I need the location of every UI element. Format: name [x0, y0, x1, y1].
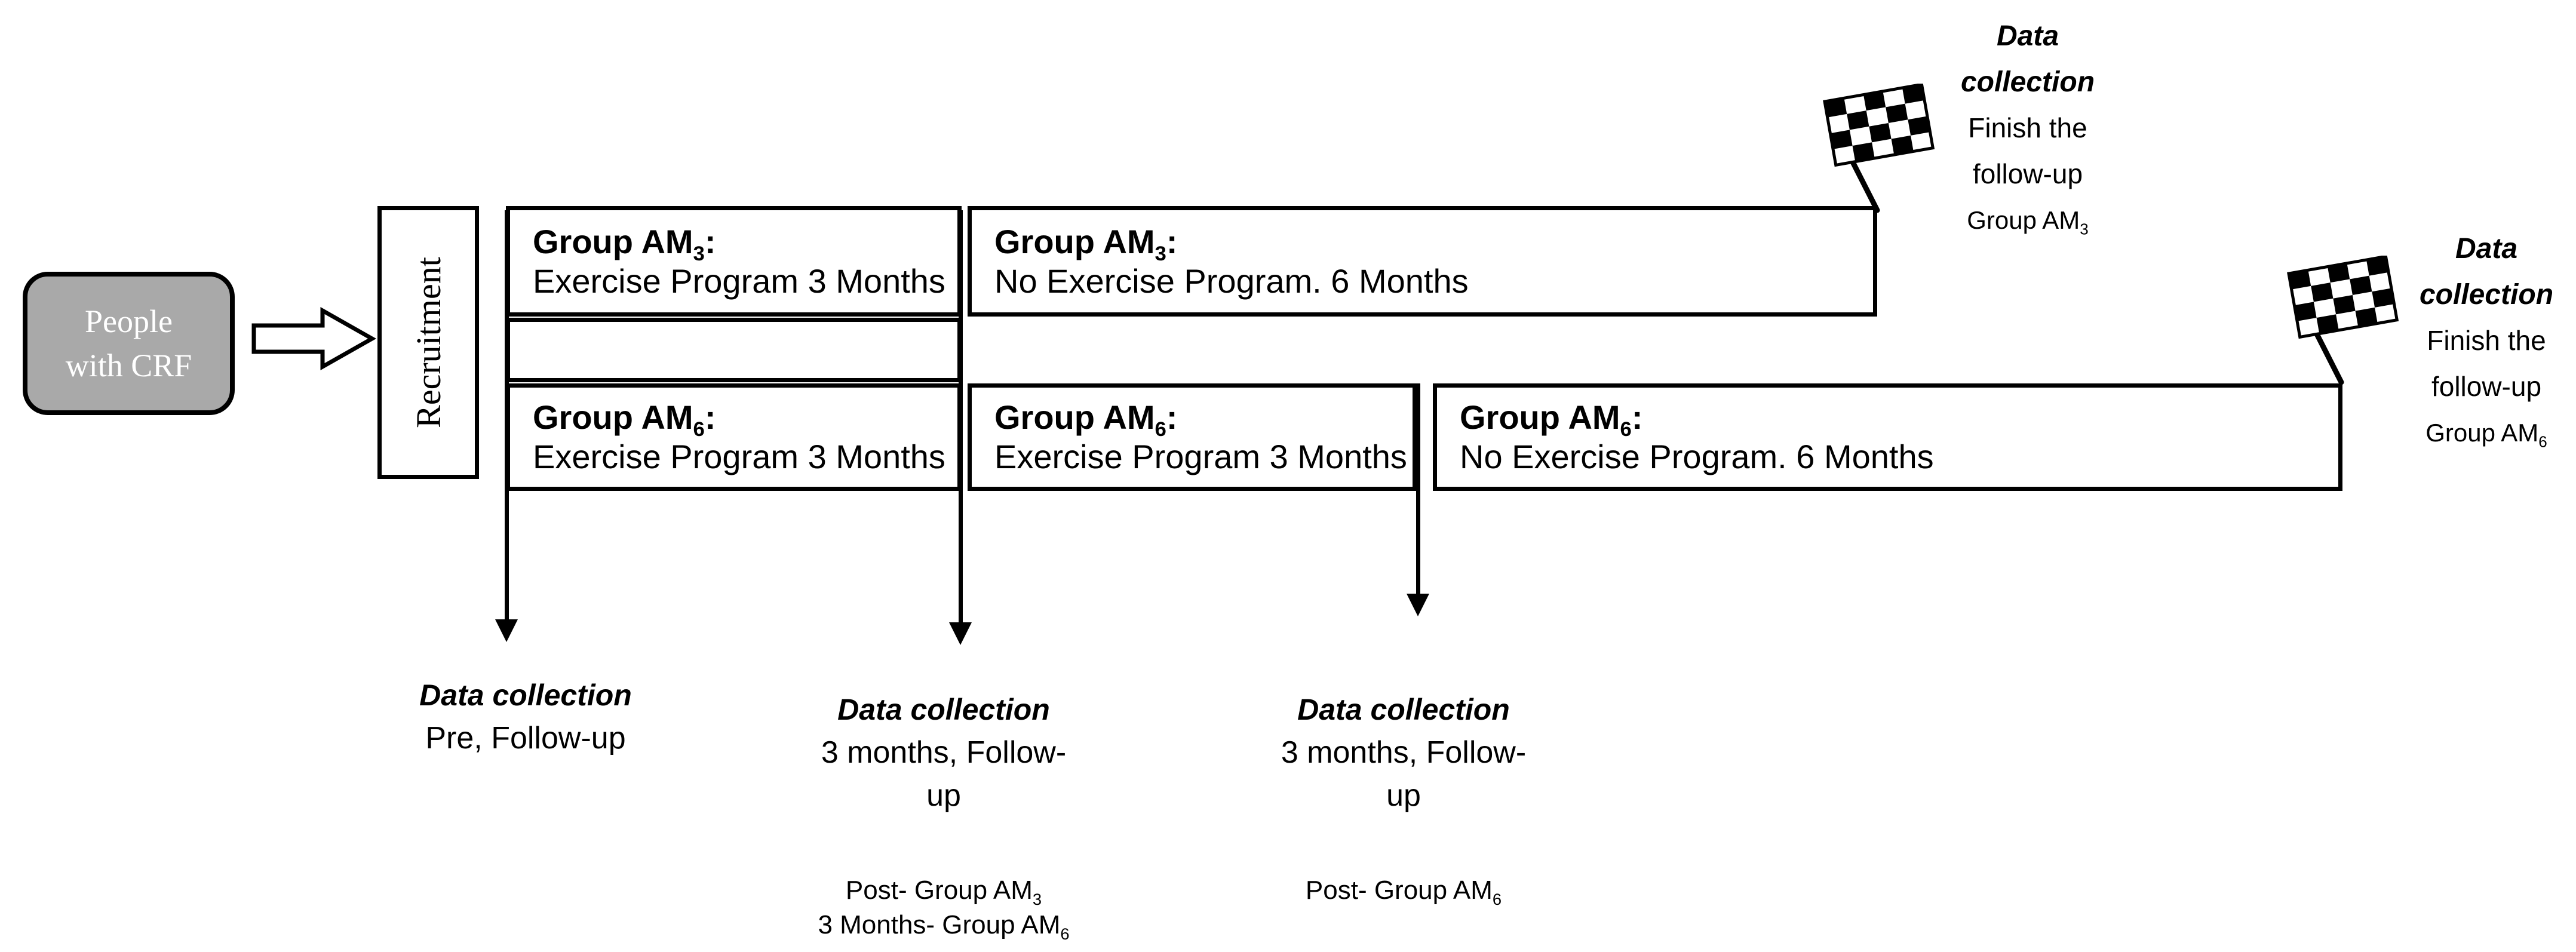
finish-am6-group-line: Group AM6: [2425, 419, 2547, 451]
finish-am3-title-line1: Data: [1996, 20, 2059, 52]
checkered-flag-am3-icon: [1823, 84, 1935, 213]
data-collection-pre-label: Data collection Pre, Follow-up: [334, 674, 717, 760]
finish-caption-am3: Data collection Finish the follow-up Gro…: [1929, 13, 2126, 243]
group-am6-exercise-2-desc: Exercise Program 3 Months: [994, 438, 1407, 475]
dc-mid-note1: Post- Group AM3: [845, 876, 1042, 908]
group-am6-no-exercise-desc: No Exercise Program. 6 Months: [1460, 438, 1934, 475]
dc-mid-title: Data collection: [837, 693, 1050, 726]
pre-arrow-line: [505, 210, 509, 622]
group-am3-exercise-desc: Exercise Program 3 Months: [533, 262, 945, 300]
timeline-spacer-cell: [506, 318, 962, 382]
dc-right-body-line2: up: [1386, 778, 1421, 813]
finish-am6-title-line2: collection: [2419, 279, 2554, 311]
finish-am3-title-line2: collection: [1960, 66, 2095, 98]
start-box-line2: with CRF: [65, 348, 192, 383]
dc-right-body-line1: 3 months, Follow-: [1281, 735, 1527, 770]
group-am6-exercise-1-title: Group AM6:: [533, 398, 716, 441]
group-am6-no-exercise-title: Group AM6:: [1460, 398, 1643, 441]
group-am6-exercise-box-1: Group AM6: Exercise Program 3 Months: [506, 383, 962, 491]
recruitment-box: Recruitment: [377, 206, 479, 479]
group-am6-exercise-1-desc: Exercise Program 3 Months: [533, 438, 945, 475]
data-collection-right-label: Data collection 3 months, Follow- up Pos…: [1212, 688, 1595, 908]
group-am3-exercise-title: Group AM3:: [533, 222, 716, 265]
mid-arrow-head: [949, 622, 972, 645]
dc-pre-title: Data collection: [419, 678, 632, 712]
recruitment-label: Recruitment: [409, 257, 448, 428]
people-with-crf-box: People with CRF: [23, 272, 235, 415]
group-am3-no-exercise-desc: No Exercise Program. 6 Months: [994, 262, 1469, 300]
group-am6-no-exercise-box: Group AM6: No Exercise Program. 6 Months: [1433, 383, 2342, 491]
right-arrow-line: [1416, 383, 1420, 596]
dc-mid-note2: 3 Months- Group AM6: [818, 910, 1070, 943]
dc-pre-body: Pre, Follow-up: [425, 721, 626, 756]
finish-am6-body-line1: Finish the: [2427, 325, 2546, 356]
dc-right-title: Data collection: [1297, 693, 1510, 726]
group-am3-no-exercise-title: Group AM3:: [994, 222, 1178, 265]
data-collection-mid-label: Data collection 3 months, Follow- up Pos…: [753, 688, 1135, 942]
finish-am6-body-line2: follow-up: [2431, 371, 2542, 402]
group-am6-exercise-box-2: Group AM6: Exercise Program 3 Months: [968, 383, 1417, 491]
finish-am6-title-line1: Data: [2455, 233, 2518, 265]
checkered-flag-am6-icon: [2287, 256, 2399, 385]
finish-am3-body-line1: Finish the: [1968, 112, 2087, 143]
right-arrow-head: [1407, 594, 1429, 616]
group-am3-exercise-box: Group AM3: Exercise Program 3 Months: [506, 206, 962, 317]
finish-caption-am6: Data collection Finish the follow-up Gro…: [2397, 226, 2576, 456]
mid-arrow-line: [959, 210, 963, 624]
right-block-arrow-icon: [251, 306, 376, 371]
group-am3-no-exercise-box: Group AM3: No Exercise Program. 6 Months: [968, 206, 1877, 317]
dc-mid-body-line1: 3 months, Follow-: [821, 735, 1067, 770]
pre-arrow-head: [495, 619, 518, 642]
dc-right-note1: Post- Group AM6: [1305, 876, 1502, 908]
finish-am3-group-line: Group AM3: [1967, 206, 2089, 238]
finish-am3-body-line2: follow-up: [1972, 158, 2083, 189]
dc-mid-body-line2: up: [926, 778, 961, 813]
group-am6-exercise-2-title: Group AM6:: [994, 398, 1178, 441]
start-box-line1: People: [85, 303, 173, 339]
dc-right-spacer: [1212, 817, 1595, 873]
dc-mid-spacer: [753, 817, 1135, 873]
